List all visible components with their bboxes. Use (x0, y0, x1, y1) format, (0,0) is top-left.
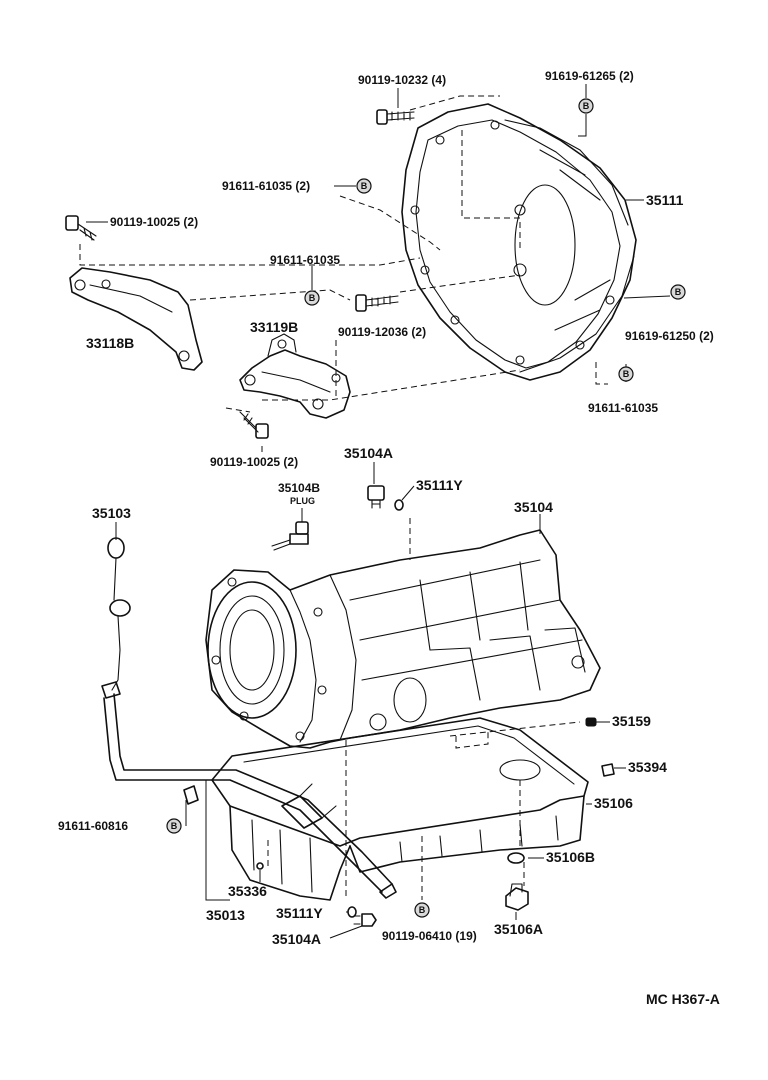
washer-35106b-drawing (507, 852, 525, 864)
drain-nut-35106a-drawing (505, 883, 529, 911)
label-bolt-pan: 90119-06410 (19) (382, 929, 477, 943)
leader-lines (86, 84, 671, 939)
bracket-33119b-drawing (239, 333, 351, 419)
bracket-33118b-drawing (69, 267, 203, 371)
dipstick-drawing (107, 537, 131, 691)
bolt-bracket-bottom-drawing (239, 411, 269, 439)
svg-text:B: B (675, 287, 682, 297)
svg-text:B: B (419, 905, 426, 915)
clamp-35336-drawing (256, 862, 264, 870)
label-diagram-code: MC H367-A (646, 991, 720, 1007)
badge-left-bottom: B (166, 818, 182, 834)
bolt-bracket-top-drawing (65, 215, 97, 241)
label-bellhousing: 35111 (646, 192, 684, 208)
drain-plug-drawing (353, 913, 377, 927)
gasket-35159-drawing (585, 717, 597, 727)
label-oring-top: 35111Y (416, 477, 463, 493)
badge-mid: B (304, 290, 320, 306)
label-drain-plug: 35104A (272, 931, 321, 947)
label-bolt-top: 90119-10232 (4) (358, 73, 446, 87)
label-stud-mid: 91611-61035 (270, 253, 340, 267)
badge-bolt-pan: B (414, 902, 430, 918)
bellhousing-drawing (401, 103, 637, 381)
label-stud-right-lower: 91611-61035 (588, 401, 658, 415)
label-case: 35104 (514, 499, 553, 515)
label-stud-top-right: 91619-61265 (2) (545, 69, 634, 83)
label-plug-b: 35104B (278, 481, 320, 495)
label-dipstick: 35103 (92, 505, 131, 521)
reference-lines (79, 95, 608, 900)
label-clamp: 35336 (228, 883, 267, 899)
badge-right-lower: B (618, 366, 634, 382)
label-plug-word: PLUG (290, 496, 315, 506)
badge-top-right: B (578, 98, 594, 114)
label-oring-bottom: 35111Y (276, 905, 323, 921)
bolt-top-drawing (376, 109, 415, 125)
label-tube: 35013 (206, 907, 245, 923)
badge-left-top: B (356, 178, 372, 194)
bolt-mid-drawing (355, 294, 399, 312)
label-bolt-bracket-bottom: 90119-10025 (2) (210, 455, 298, 469)
label-bracket-left: 33118B (86, 335, 134, 351)
filler-tube-drawing (101, 681, 397, 899)
svg-text:B: B (583, 101, 590, 111)
label-oil-pan: 35106 (594, 795, 633, 811)
svg-text:B: B (361, 181, 368, 191)
svg-text:B: B (309, 293, 316, 303)
label-stud-right: 91619-61250 (2) (625, 329, 714, 343)
label-stud-left-bottom: 91611-60816 (58, 819, 128, 833)
plug-35104a-top-drawing (367, 485, 385, 509)
magnet-35394-drawing (601, 763, 615, 777)
plug-35104b-drawing (271, 521, 309, 551)
label-drain-nut: 35106A (494, 921, 543, 937)
oring-top-drawing (394, 499, 404, 511)
part-labels: 90119-10232 (4) 91619-61265 (2) 35111 91… (58, 69, 720, 1007)
transmission-case-drawing (205, 529, 601, 749)
label-gasket: 35159 (612, 713, 651, 729)
label-washer: 35106B (546, 849, 595, 865)
label-stud-left-top: 91611-61035 (2) (222, 179, 310, 193)
oil-pan-drawing (211, 717, 589, 901)
badge-right: B (670, 284, 686, 300)
label-bolt-bracket-top: 90119-10025 (2) (110, 215, 198, 229)
label-bracket-mid: 33119B (250, 319, 298, 335)
label-plug-top: 35104A (344, 445, 393, 461)
label-bolt-mid: 90119-12036 (2) (338, 325, 426, 339)
label-magnet: 35394 (628, 759, 667, 775)
svg-text:B: B (623, 369, 630, 379)
svg-text:B: B (171, 821, 178, 831)
